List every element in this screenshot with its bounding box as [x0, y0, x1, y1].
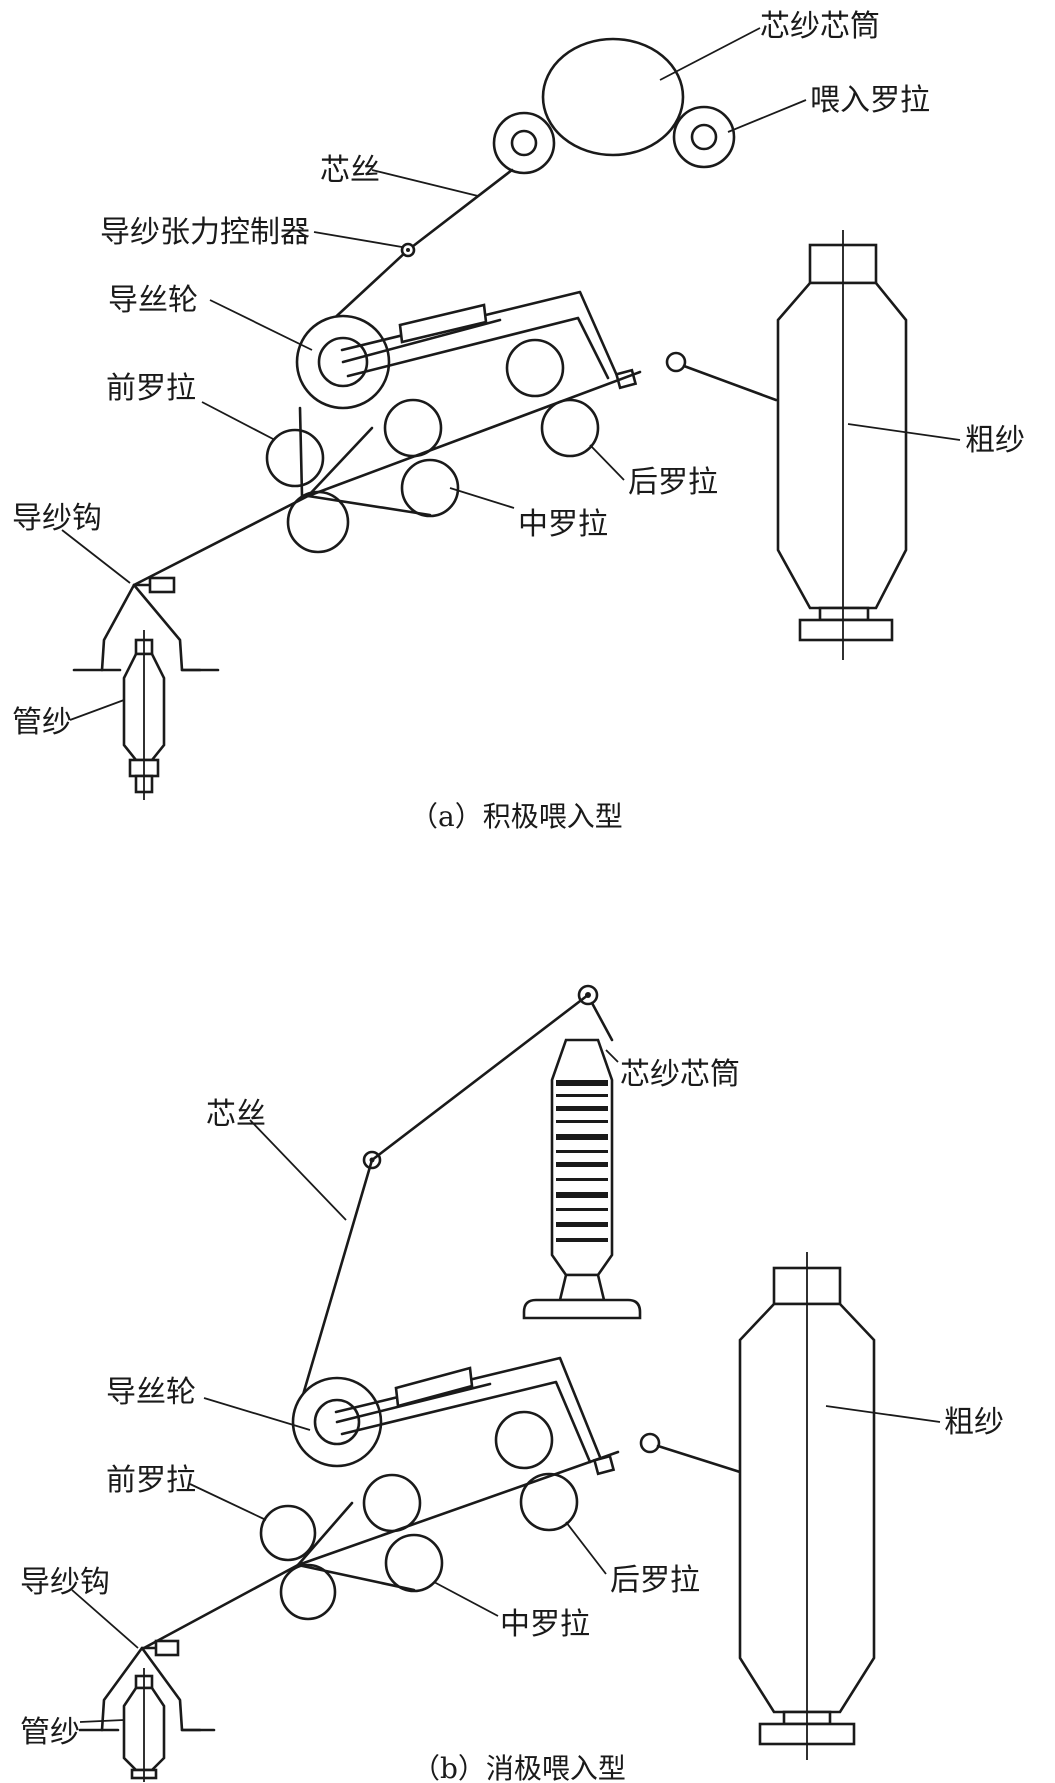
core-bobbin-stripes-b	[556, 1080, 608, 1242]
label-guide-wheel-a: 导丝轮	[108, 283, 198, 318]
label-front-roller-b: 前罗拉	[106, 1463, 196, 1498]
caption-b: （b）消极喂入型	[412, 1752, 626, 1783]
label-roving-b: 粗纱	[944, 1405, 1004, 1440]
feed-roller-right-inner-a	[690, 123, 718, 151]
label-middle-roller-a: 中罗拉	[518, 507, 608, 542]
label-core-filament-a: 芯丝	[320, 153, 380, 188]
middle-bottom-roller-b	[384, 1533, 444, 1593]
label-back-roller-b: 后罗拉	[610, 1563, 700, 1598]
guide-hook-a	[148, 576, 176, 594]
label-feed-roller-a: 喂入罗拉	[810, 83, 930, 118]
back-bottom-roller-a	[540, 398, 600, 458]
middle-top-roller-b	[362, 1473, 422, 1533]
back-bottom-roller-b	[519, 1472, 579, 1532]
label-cop-a: 管纱	[12, 705, 72, 740]
guide-wheel-inner-a	[317, 336, 369, 388]
roving-guide-b	[639, 1432, 661, 1454]
label-front-roller-a: 前罗拉	[106, 371, 196, 406]
label-cop-b: 管纱	[20, 1715, 80, 1750]
guide-hook-b	[154, 1639, 180, 1657]
core-filament-b	[298, 993, 590, 1407]
core-bobbin-base-b	[522, 1298, 642, 1320]
label-middle-roller-b: 中罗拉	[500, 1607, 590, 1642]
roving-bobbin-a	[776, 281, 908, 610]
label-yarn-guide-hook-b: 导纱钩	[20, 1565, 110, 1600]
label-core-bobbin-b: 芯纱芯筒	[620, 1057, 740, 1092]
label-roving-a: 粗纱	[965, 423, 1025, 458]
front-top-roller-a	[265, 428, 325, 488]
feed-roller-right-a	[672, 105, 736, 169]
front-bottom-roller-b	[279, 1563, 337, 1621]
feed-roller-left-inner-a	[510, 129, 538, 157]
middle-bottom-roller-a	[400, 458, 460, 518]
label-core-filament-b: 芯丝	[206, 1097, 266, 1132]
guide-wheel-inner-b	[313, 1398, 361, 1446]
back-top-roller-a	[505, 338, 565, 398]
front-top-roller-b	[259, 1504, 317, 1562]
weight-arm-b	[394, 1366, 474, 1408]
middle-top-roller-a	[383, 398, 443, 458]
roving-guide-a	[665, 351, 687, 373]
panel-b: 芯纱芯筒 芯丝 导丝轮 前罗拉 粗纱 后罗拉 中罗拉 导纱钩 管纱 （b）消极喂…	[20, 984, 1004, 1783]
top-arm-inner-a	[346, 316, 610, 380]
label-guide-wheel-b: 导丝轮	[106, 1375, 196, 1410]
top-arm-inner-b	[340, 1380, 592, 1464]
label-tension-controller-a: 导纱张力控制器	[100, 215, 310, 250]
feed-roller-left-a	[492, 111, 556, 175]
caption-a: （a）积极喂入型	[410, 800, 623, 833]
back-top-roller-b	[494, 1410, 554, 1470]
label-back-roller-a: 后罗拉	[628, 465, 718, 500]
core-bobbin-a	[541, 37, 685, 157]
label-yarn-guide-hook-a: 导纱钩	[12, 501, 102, 536]
panel-a: 芯纱芯筒 喂入罗拉 芯丝 导纱张力控制器 导丝轮 前罗拉 粗纱 后罗拉 中罗拉 …	[12, 9, 1025, 833]
roving-base-a	[798, 618, 894, 642]
weight-arm-a	[398, 303, 488, 344]
label-core-bobbin-a: 芯纱芯筒	[760, 9, 880, 44]
